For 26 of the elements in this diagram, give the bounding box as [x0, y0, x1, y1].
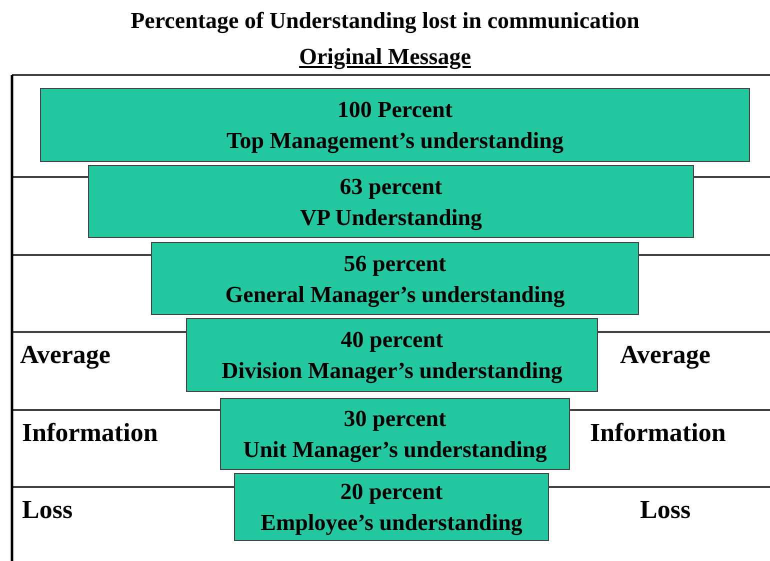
percentage-label: 56 percent	[344, 250, 446, 278]
funnel-bar	[220, 398, 570, 470]
percentage-label: 40 percent	[340, 326, 444, 354]
funnel-bar	[186, 318, 598, 392]
funnel-bar	[151, 242, 639, 315]
level-label: VP Understanding	[300, 204, 482, 232]
row-label: Loss	[640, 495, 691, 525]
level-label: Top Management’s understanding	[226, 127, 564, 156]
funnel-bar	[40, 88, 750, 162]
level-label: Employee’s understanding	[260, 509, 522, 538]
funnel-bar	[88, 165, 694, 238]
level-label: Unit Manager’s understanding	[243, 436, 547, 464]
level-label: Division Manager’s understanding	[222, 357, 562, 386]
percentage-label: 30 percent	[344, 405, 446, 433]
percentage-label: 20 percent	[340, 478, 443, 506]
level-label: General Manager’s understanding	[225, 280, 565, 310]
subtitle: Original Message	[299, 44, 471, 70]
funnel-bar	[234, 473, 549, 541]
row-label: Loss	[22, 495, 73, 525]
percentage-label: 63 percent	[340, 172, 442, 201]
percentage-label: 100 Percent	[337, 96, 453, 124]
title: Percentage of Understanding lost in communication	[130, 8, 640, 34]
row-label: Average	[620, 340, 710, 370]
row-label: Information	[22, 418, 158, 448]
row-label: Information	[590, 418, 726, 448]
row-label: Average	[20, 340, 110, 370]
